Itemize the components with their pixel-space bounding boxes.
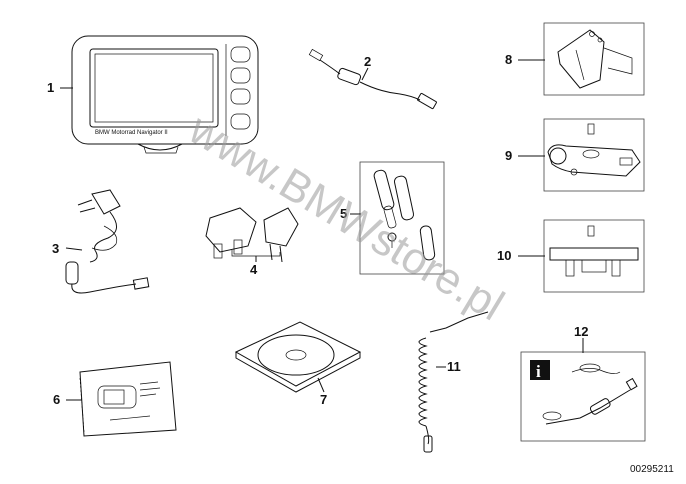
part-9-clamp-bracket: [543, 118, 645, 192]
part-11-coiled-cable: [418, 311, 489, 453]
info-icon-glyph: i: [536, 362, 541, 381]
part-4-plug-adapters: [205, 207, 299, 263]
callout-4: 4: [250, 262, 258, 277]
callout-1: 1: [47, 80, 54, 95]
part-2-usb-cable: [308, 48, 437, 110]
callout-6: 6: [53, 392, 60, 407]
callout-10: 10: [497, 248, 511, 263]
part-3-power-supply: [65, 189, 150, 294]
callout-9: 9: [505, 148, 512, 163]
callout-12: 12: [574, 324, 588, 339]
callout-8: 8: [505, 52, 512, 67]
part-1-navigator-device: BMW Motorrad Navigator II: [71, 35, 259, 154]
callout-11: 11: [447, 359, 461, 374]
watermark: www.BMWstore.pl: [180, 104, 512, 330]
callout-3: 3: [52, 241, 59, 256]
part-12-info-kit: i: [520, 351, 646, 442]
part-code: 00295211: [630, 464, 674, 475]
callout-5: 5: [340, 206, 347, 221]
part-6-manual: [79, 361, 177, 437]
device-label: BMW Motorrad Navigator II: [95, 130, 168, 136]
part-8-mounting-bracket: [543, 22, 645, 96]
callout-7: 7: [320, 392, 327, 407]
callout-2: 2: [364, 54, 371, 69]
part-7-cd: [234, 321, 362, 393]
part-10-base-plate: [543, 219, 645, 293]
part-5-cable-pins: [359, 161, 445, 275]
info-icon: [530, 360, 550, 380]
